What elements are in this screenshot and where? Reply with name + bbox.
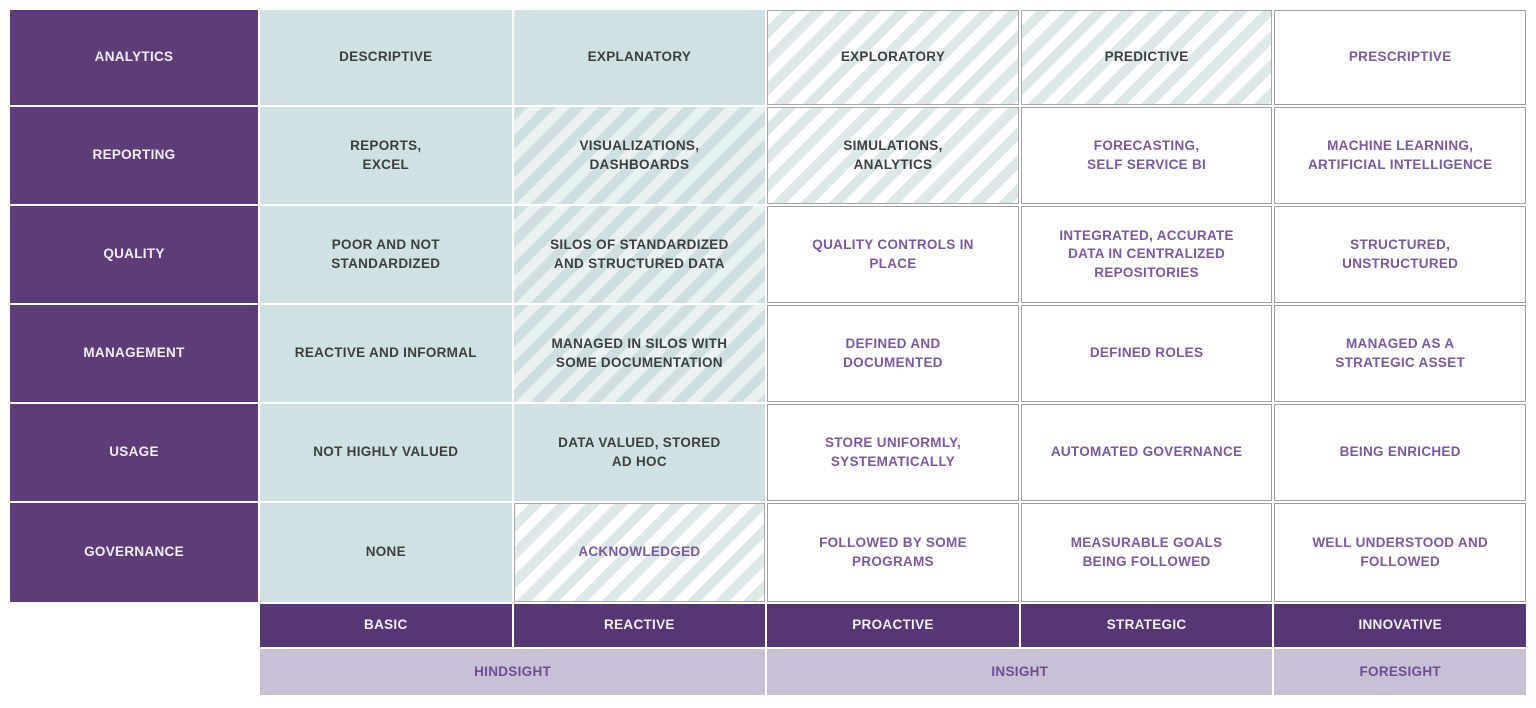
cell-management-2: MANAGED IN SILOS WITH SOME DOCUMENTATION	[513, 305, 766, 402]
cell-usage-4: AUTOMATED GOVERNANCE	[1020, 404, 1273, 501]
horizon-foresight: FORESIGHT	[1274, 649, 1526, 695]
cell-governance-4: MEASURABLE GOALS BEING FOLLOWED	[1020, 503, 1273, 602]
cell-reporting-4: FORECASTING, SELF SERVICE BI	[1020, 107, 1273, 204]
cell-governance-3: FOLLOWED BY SOME PROGRAMS	[767, 503, 1019, 602]
cell-reporting-3: SIMULATIONS, ANALYTICS	[767, 107, 1019, 204]
row-header-governance: GOVERNANCE	[10, 503, 258, 602]
cell-governance-2: ACKNOWLEDGED	[513, 503, 766, 602]
cell-usage-3: STORE UNIFORMLY, SYSTEMATICALLY	[767, 404, 1019, 501]
cell-usage-1: NOT HIGHLY VALUED	[260, 404, 512, 501]
cell-analytics-5: PRESCRIPTIVE	[1274, 10, 1526, 105]
level-basic: BASIC	[260, 604, 512, 647]
cell-analytics-2: EXPLANATORY	[513, 10, 766, 105]
row-header-usage: USAGE	[10, 404, 258, 501]
cell-analytics-1: DESCRIPTIVE	[260, 10, 512, 105]
level-strategic: STRATEGIC	[1020, 604, 1273, 647]
horizon-insight: INSIGHT	[767, 649, 1273, 695]
cell-quality-5: STRUCTURED, UNSTRUCTURED	[1274, 206, 1526, 303]
cell-management-5: MANAGED AS A STRATEGIC ASSET	[1274, 305, 1526, 402]
cell-quality-2: SILOS OF STANDARDIZED AND STRUCTURED DAT…	[513, 206, 766, 303]
cell-management-3: DEFINED AND DOCUMENTED	[767, 305, 1019, 402]
level-innovative: INNOVATIVE	[1274, 604, 1526, 647]
corner-blank-levels	[10, 604, 258, 647]
cell-usage-2: DATA VALUED, STORED AD HOC	[513, 404, 766, 501]
cell-governance-5: WELL UNDERSTOOD AND FOLLOWED	[1274, 503, 1526, 602]
cell-quality-1: POOR AND NOT STANDARDIZED	[260, 206, 512, 303]
cell-management-1: REACTIVE AND INFORMAL	[260, 305, 512, 402]
level-reactive: REACTIVE	[513, 604, 766, 647]
cell-analytics-3: EXPLORATORY	[767, 10, 1019, 105]
cell-reporting-1: REPORTS, EXCEL	[260, 107, 512, 204]
cell-analytics-4: PREDICTIVE	[1020, 10, 1273, 105]
corner-blank-horizons	[10, 649, 258, 695]
cell-management-4: DEFINED ROLES	[1020, 305, 1273, 402]
row-header-reporting: REPORTING	[10, 107, 258, 204]
cell-quality-4: INTEGRATED, ACCURATE DATA IN CENTRALIZED…	[1020, 206, 1273, 303]
row-header-quality: QUALITY	[10, 206, 258, 303]
cell-reporting-2: VISUALIZATIONS, DASHBOARDS	[513, 107, 766, 204]
cell-reporting-5: MACHINE LEARNING, ARTIFICIAL INTELLIGENC…	[1274, 107, 1526, 204]
row-header-management: MANAGEMENT	[10, 305, 258, 402]
cell-usage-5: BEING ENRICHED	[1274, 404, 1526, 501]
cell-governance-1: NONE	[260, 503, 512, 602]
row-header-analytics: ANALYTICS	[10, 10, 258, 105]
horizon-hindsight: HINDSIGHT	[260, 649, 766, 695]
level-proactive: PROACTIVE	[767, 604, 1019, 647]
cell-quality-3: QUALITY CONTROLS IN PLACE	[767, 206, 1019, 303]
